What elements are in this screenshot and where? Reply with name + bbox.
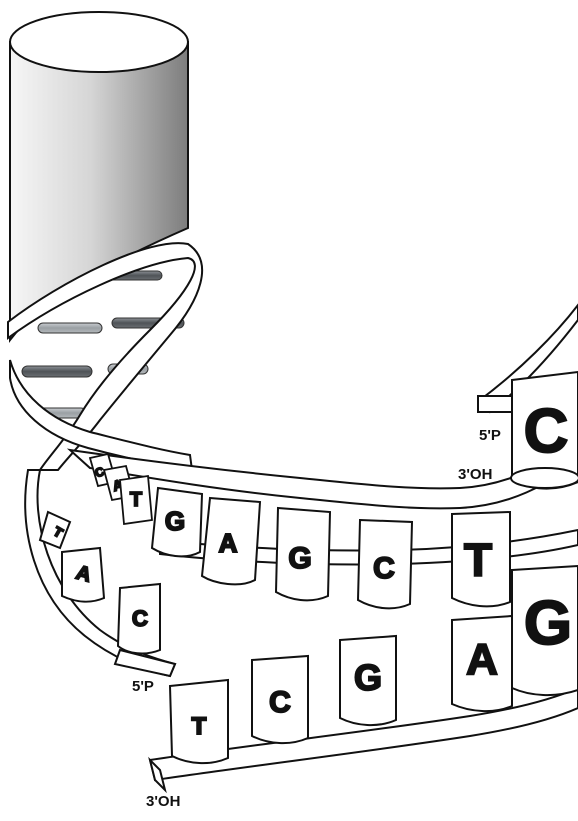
svg-text:G: G [288,542,311,575]
lower-base-G: G [340,636,396,725]
svg-text:C: C [132,606,148,631]
lower-base-C: C [252,656,308,743]
lower-base-A-small: A [62,548,104,602]
lower-base-T: T [170,680,228,763]
svg-text:C: C [373,552,395,585]
helix-cylinder [10,12,188,340]
label-upper-3oh: 3'OH [458,466,492,483]
upper-base-A: A [202,498,260,584]
svg-text:G: G [165,506,185,536]
fork-base-C: C [511,372,578,489]
twist-base-3: T [120,476,152,524]
lower-base-C-small: C [118,584,160,653]
lower-base-G-big: G [512,566,578,695]
label-lower-5p: 5'P [132,678,154,695]
svg-text:A: A [219,528,238,558]
svg-text:T: T [192,713,207,740]
label-lower-3oh: 3'OH [146,793,180,810]
upper-base-G: G [152,488,202,556]
svg-text:G: G [354,657,382,698]
lower-base-T-small: T [40,512,70,548]
upper-base-C: C [358,520,412,608]
svg-text:T: T [464,534,492,586]
upper-base-T: T [452,512,510,606]
svg-text:G: G [524,589,572,658]
upper-base-G2: G [276,508,330,600]
lower-base-A: A [452,616,512,711]
svg-text:C: C [269,686,291,719]
svg-text:A: A [466,635,498,684]
svg-text:T: T [130,489,142,511]
svg-text:C: C [524,397,569,466]
label-upper-5p: 5'P [479,427,501,444]
